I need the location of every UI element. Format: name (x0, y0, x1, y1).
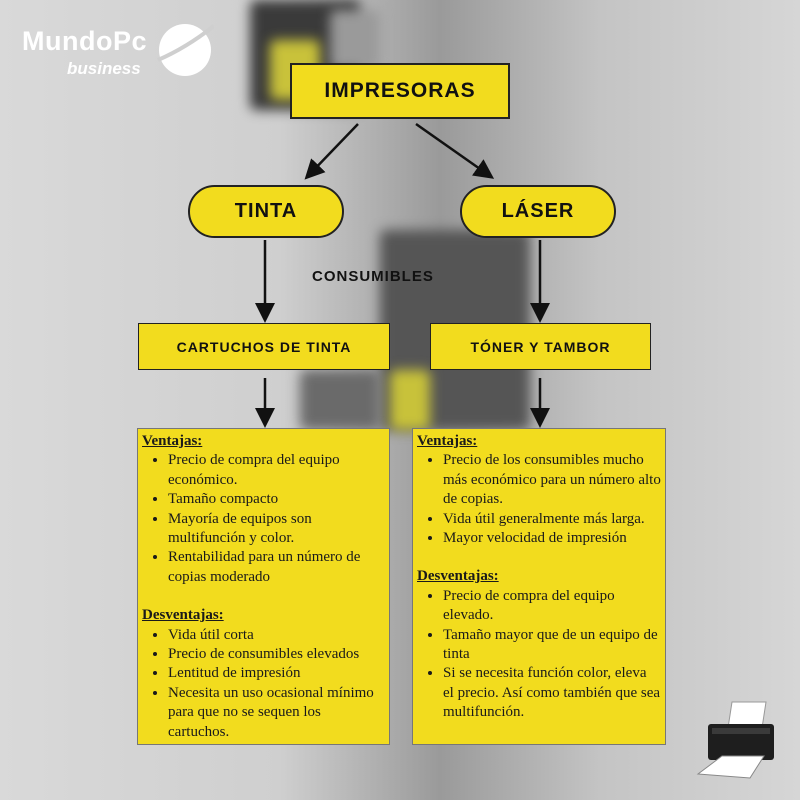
list-item: Tamaño mayor que de un equipo de tinta (443, 626, 661, 665)
list-item: Rentabilidad para un número de copias mo… (168, 548, 385, 587)
title-node: IMPRESORAS (290, 63, 510, 119)
bg-photo-shape (330, 10, 380, 70)
logo: MundoPc business (22, 26, 147, 78)
node-toner: TÓNER Y TAMBOR (430, 323, 651, 370)
printer-icon (696, 701, 774, 779)
list-item: Mayoría de equipos son multifunción y co… (168, 510, 385, 549)
node-cartuchos: CARTUCHOS DE TINTA (138, 323, 390, 370)
list-item: Tamaño compacto (168, 490, 385, 509)
list-item: Si se necesita función color, eleva el p… (443, 664, 661, 722)
tinta-details: Ventajas: Precio de compra del equipo ec… (137, 428, 390, 745)
list-item: Vida útil corta (168, 626, 385, 645)
logo-sub: business (67, 59, 141, 78)
bg-photo-shape (390, 370, 430, 430)
list-item: Precio de los consumibles mucho más econ… (443, 451, 661, 509)
list-item: Mayor velocidad de impresión (443, 529, 661, 548)
bg-photo-shape (300, 370, 380, 430)
pros-heading: Ventajas: (417, 433, 478, 449)
list-item: Precio de compra del equipo elevado. (443, 587, 661, 626)
pros-heading: Ventajas: (142, 433, 203, 449)
consumables-label: CONSUMIBLES (312, 268, 434, 285)
cons-heading: Desventajas: (417, 568, 499, 585)
list-item: Necesita un uso ocasional mínimo para qu… (168, 684, 385, 742)
list-item: Vida útil generalmente más larga. (443, 510, 661, 529)
list-item: Precio de consumibles elevados (168, 645, 385, 664)
list-item: Precio de compra del equipo económico. (168, 451, 385, 490)
globe-logo-icon (157, 24, 214, 76)
laser-details: Ventajas: Precio de los consumibles much… (412, 428, 666, 745)
cons-heading: Desventajas: (142, 607, 224, 624)
node-tinta: TINTA (188, 185, 344, 238)
logo-brand: MundoPc (22, 26, 147, 56)
list-item: Lentitud de impresión (168, 664, 385, 683)
node-laser: LÁSER (460, 185, 616, 238)
